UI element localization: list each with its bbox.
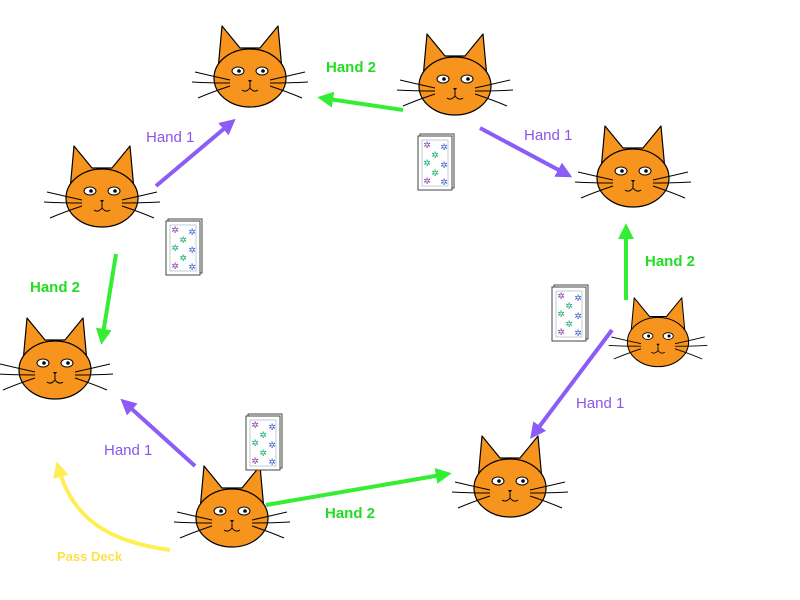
cat-icon bbox=[43, 145, 161, 228]
card-deck-icon bbox=[417, 133, 455, 191]
cat-icon bbox=[173, 465, 291, 548]
hand2-arrow bbox=[95, 253, 118, 345]
pass-deck-arrow bbox=[53, 461, 171, 552]
cat-icon bbox=[191, 25, 309, 108]
hand2-arrow bbox=[317, 91, 404, 112]
card-deck-icon bbox=[165, 218, 203, 276]
hand2-arrow bbox=[265, 468, 452, 507]
pass-deck-label: Pass Deck bbox=[57, 549, 123, 564]
cat-icon bbox=[451, 435, 569, 518]
cat-icon bbox=[0, 317, 114, 400]
hand1-arrow bbox=[479, 126, 573, 178]
cat-icon bbox=[574, 125, 692, 208]
hand2-label: Hand 2 bbox=[645, 253, 695, 270]
hand2-label: Hand 2 bbox=[326, 59, 376, 76]
hand1-label: Hand 1 bbox=[146, 129, 194, 146]
cat-icon bbox=[608, 297, 708, 368]
card-deck-icon bbox=[551, 284, 589, 342]
hand1-arrow bbox=[154, 118, 236, 188]
hand2-label: Hand 2 bbox=[30, 279, 80, 296]
hand1-arrow bbox=[530, 328, 614, 439]
hand1-arrow bbox=[120, 398, 197, 468]
hand1-label: Hand 1 bbox=[104, 442, 152, 459]
card-deck-icon bbox=[245, 413, 283, 471]
hand2-label: Hand 2 bbox=[325, 505, 375, 522]
cat-icon bbox=[396, 33, 514, 116]
hand1-label: Hand 1 bbox=[576, 395, 624, 412]
hand1-label: Hand 1 bbox=[524, 127, 572, 144]
